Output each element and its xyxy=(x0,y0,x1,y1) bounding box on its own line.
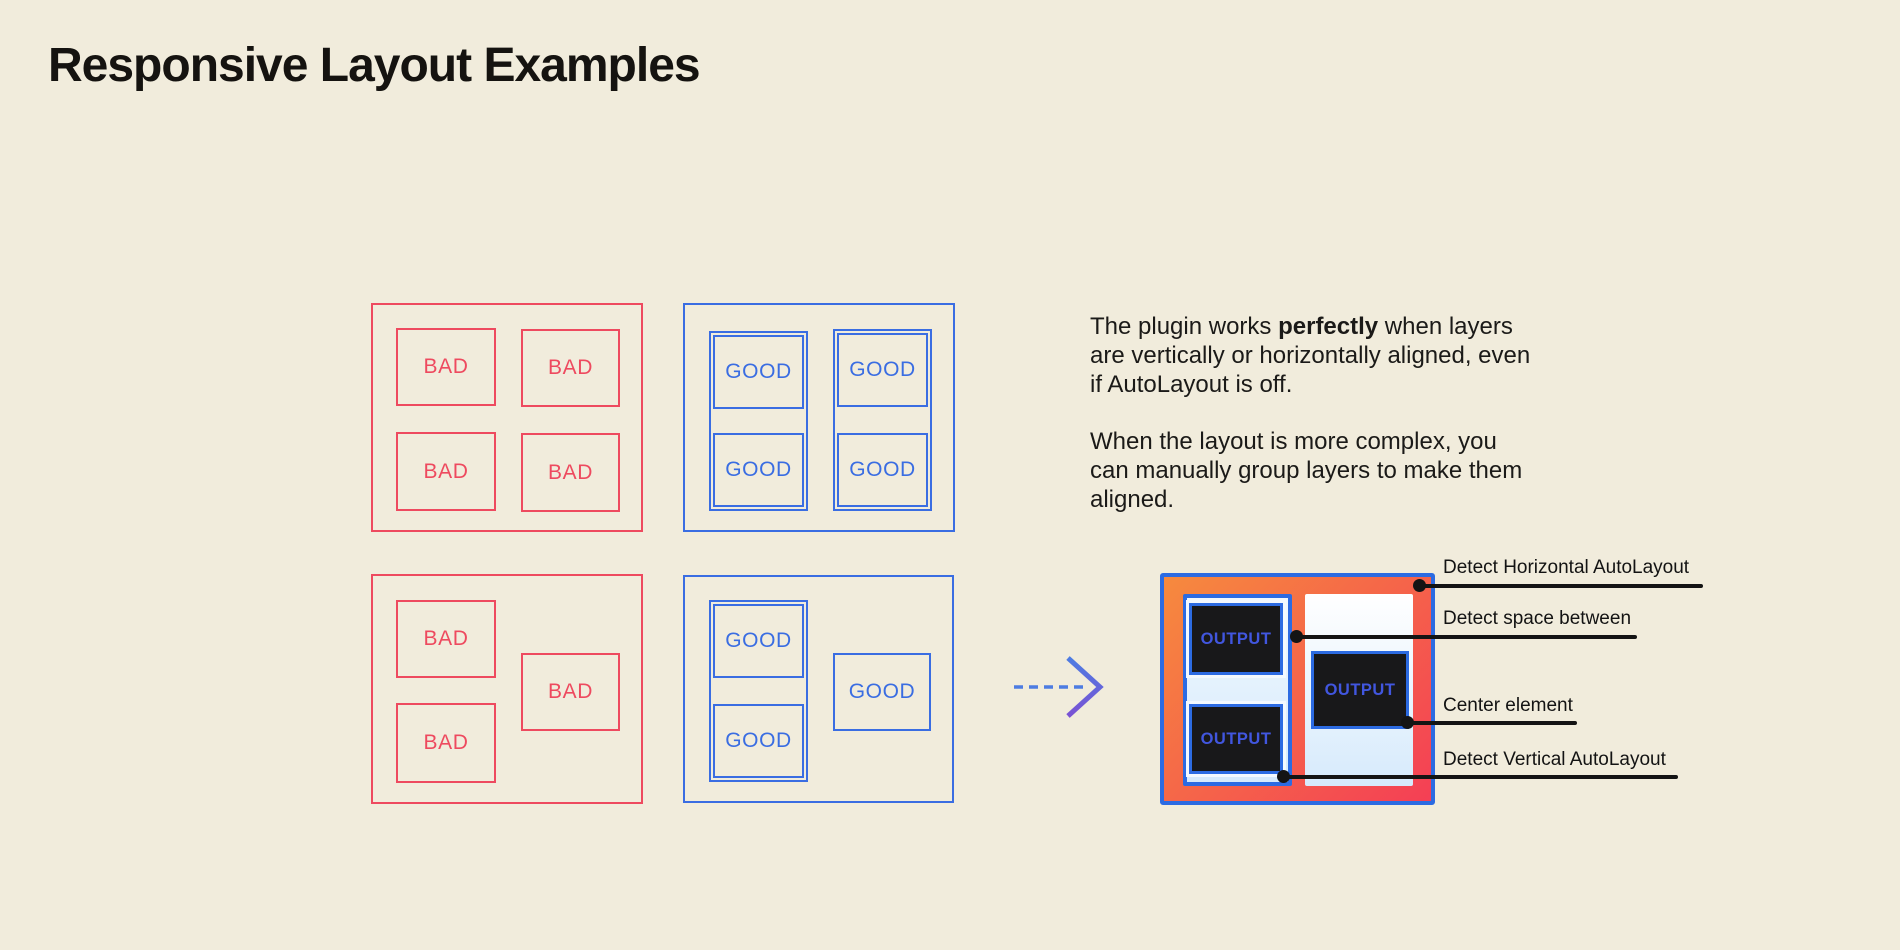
bad-label: BAD xyxy=(548,356,593,379)
bad-label: BAD xyxy=(423,459,469,483)
good-example-staggered: GOOD GOOD GOOD xyxy=(683,575,954,803)
output-box: OUTPUT xyxy=(1186,701,1286,777)
bad-label: BAD xyxy=(423,627,469,650)
output-label: OUTPUT xyxy=(1324,680,1396,699)
output-label: OUTPUT xyxy=(1200,729,1272,748)
good-label: GOOD xyxy=(725,729,792,752)
good-label: GOOD xyxy=(725,458,792,481)
good-label: GOOD xyxy=(849,358,916,381)
bad-box: BAD xyxy=(396,432,496,511)
bad-box: BAD xyxy=(396,703,496,783)
good-box: GOOD xyxy=(713,335,804,409)
bad-box: BAD xyxy=(521,653,620,731)
good-box: GOOD xyxy=(713,604,804,678)
output-box-centered: OUTPUT xyxy=(1311,651,1409,729)
annotation-label: Detect space between xyxy=(1443,608,1632,629)
good-label: GOOD xyxy=(725,360,792,383)
page-title: Responsive Layout Examples xyxy=(48,39,701,92)
good-label: GOOD xyxy=(848,680,916,703)
output-frame: OUTPUT OUTPUT OUTPUT xyxy=(1160,573,1435,805)
bad-label: BAD xyxy=(548,680,593,703)
description-text: The plugin works perfectly when layers a… xyxy=(1090,312,1542,514)
bad-box: BAD xyxy=(521,329,620,407)
bad-box: BAD xyxy=(396,328,496,406)
good-box: GOOD xyxy=(837,433,928,507)
annotation-line xyxy=(1407,721,1577,725)
annotation-label: Detect Horizontal AutoLayout xyxy=(1443,557,1690,578)
good-box: GOOD xyxy=(713,704,804,778)
good-label: GOOD xyxy=(725,629,792,652)
description-bold-run: perfectly xyxy=(1278,313,1379,340)
bad-example-staggered: BAD BAD BAD xyxy=(371,574,643,804)
good-example-grid: GOOD GOOD GOOD GOOD xyxy=(683,303,955,532)
good-column-group: GOOD GOOD xyxy=(833,329,932,511)
annotation-dot xyxy=(1290,630,1303,643)
bad-label: BAD xyxy=(423,355,469,378)
description-paragraph-1: The plugin works perfectly when layers a… xyxy=(1090,312,1542,399)
good-box: GOOD xyxy=(837,333,928,407)
bad-example-grid: BAD BAD BAD BAD xyxy=(371,303,643,532)
description-paragraph-2: When the layout is more complex, you can… xyxy=(1090,428,1523,513)
annotation-dot xyxy=(1277,770,1290,783)
good-column-group: GOOD GOOD xyxy=(709,331,808,511)
output-label: OUTPUT xyxy=(1200,629,1272,648)
good-column-group: GOOD GOOD xyxy=(709,600,808,782)
annotation-dot xyxy=(1413,579,1426,592)
good-box: GOOD xyxy=(833,653,931,731)
annotation-line xyxy=(1296,635,1637,639)
dashed-arrow-right-icon xyxy=(1014,656,1104,718)
annotation-label: Detect Vertical AutoLayout xyxy=(1443,749,1666,770)
bad-box: BAD xyxy=(521,433,620,512)
annotation-line xyxy=(1419,584,1703,588)
description-text-run: The plugin works xyxy=(1090,313,1279,340)
good-box: GOOD xyxy=(713,433,804,507)
annotation-line xyxy=(1283,775,1678,779)
output-box: OUTPUT xyxy=(1186,600,1286,678)
bad-box: BAD xyxy=(396,600,496,678)
bad-label: BAD xyxy=(548,460,593,484)
annotation-dot xyxy=(1401,716,1414,729)
bad-label: BAD xyxy=(423,731,469,754)
output-vertical-group: OUTPUT OUTPUT xyxy=(1183,594,1292,786)
description-text-run: when layers are vertically or horizontal… xyxy=(1090,313,1531,398)
annotation-label: Center element xyxy=(1443,695,1573,716)
good-label: GOOD xyxy=(849,458,916,481)
